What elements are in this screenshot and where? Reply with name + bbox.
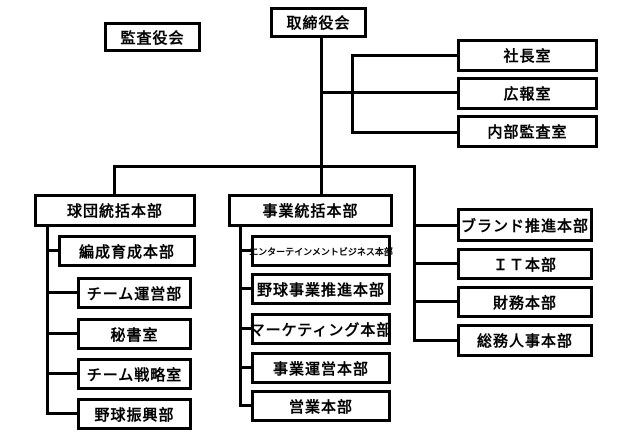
connector-mid-column-vertical: [239, 227, 242, 407]
connector-stub-sales: [239, 404, 251, 407]
node-business-operations-hq: 事業運営本部: [251, 352, 391, 384]
connector-offices-bottom: [351, 131, 457, 134]
node-it-hq: ＩＴ本部: [457, 248, 593, 280]
node-brand-promotion-hq: ブランド推進本部: [457, 208, 593, 242]
connector-stub-entertainment: [239, 249, 251, 252]
connector-distributor: [113, 165, 416, 168]
connector-offices-vertical: [351, 54, 354, 134]
node-board-of-directors: 取締役会: [270, 7, 367, 38]
connector-stub-business-operations: [239, 366, 251, 369]
node-audit-board: 監査役会: [104, 22, 201, 52]
node-sales-hq: 営業本部: [251, 390, 391, 422]
node-marketing-hq: マーケティング本部: [250, 313, 391, 345]
connector-stub-baseball-promotion: [46, 412, 77, 415]
connector-trunk-board: [320, 38, 323, 194]
node-roster-development-hq: 編成育成本部: [58, 235, 196, 267]
connector-stub-finance: [413, 300, 457, 303]
node-business-general-hq: 事業統括本部: [228, 194, 393, 227]
node-baseball-business-promotion-hq: 野球事業推進本部: [251, 273, 391, 305]
node-internal-audit-office: 内部監査室: [457, 115, 598, 148]
connector-left-column-vertical: [46, 226, 49, 415]
connector-offices-top: [351, 54, 457, 57]
node-presidents-office: 社長室: [457, 39, 598, 72]
connector-stub-general-affairs: [413, 339, 457, 342]
connector-stub-marketing: [239, 327, 251, 330]
connector-stub-secretarial: [46, 332, 77, 335]
node-baseball-promotion-dept: 野球振興部: [77, 398, 192, 430]
node-finance-hq: 財務本部: [457, 286, 593, 318]
node-team-strategy-office: チーム戦略室: [77, 358, 192, 390]
node-team-general-hq: 球団統括本部: [34, 194, 196, 227]
connector-branch-offices-mid: [321, 91, 457, 94]
node-general-affairs-hr-hq: 総務人事本部: [457, 324, 593, 357]
connector-stub-baseball-business: [239, 287, 251, 290]
connector-stub-team-operations: [46, 291, 77, 294]
connector-stub-it: [413, 262, 457, 265]
connector-stub-team-strategy: [46, 372, 77, 375]
connector-right-column-vertical: [413, 165, 416, 342]
connector-drop-team-hq: [113, 165, 116, 194]
connector-stub-brand: [413, 224, 457, 227]
node-secretarial-office: 秘書室: [77, 318, 192, 350]
connector-stub-roster: [46, 249, 58, 252]
node-entertainment-business-hq: エンターテインメントビジネス本部: [249, 235, 393, 267]
node-pr-office: 広報室: [457, 77, 598, 110]
node-team-operations-dept: チーム運営部: [77, 277, 192, 309]
